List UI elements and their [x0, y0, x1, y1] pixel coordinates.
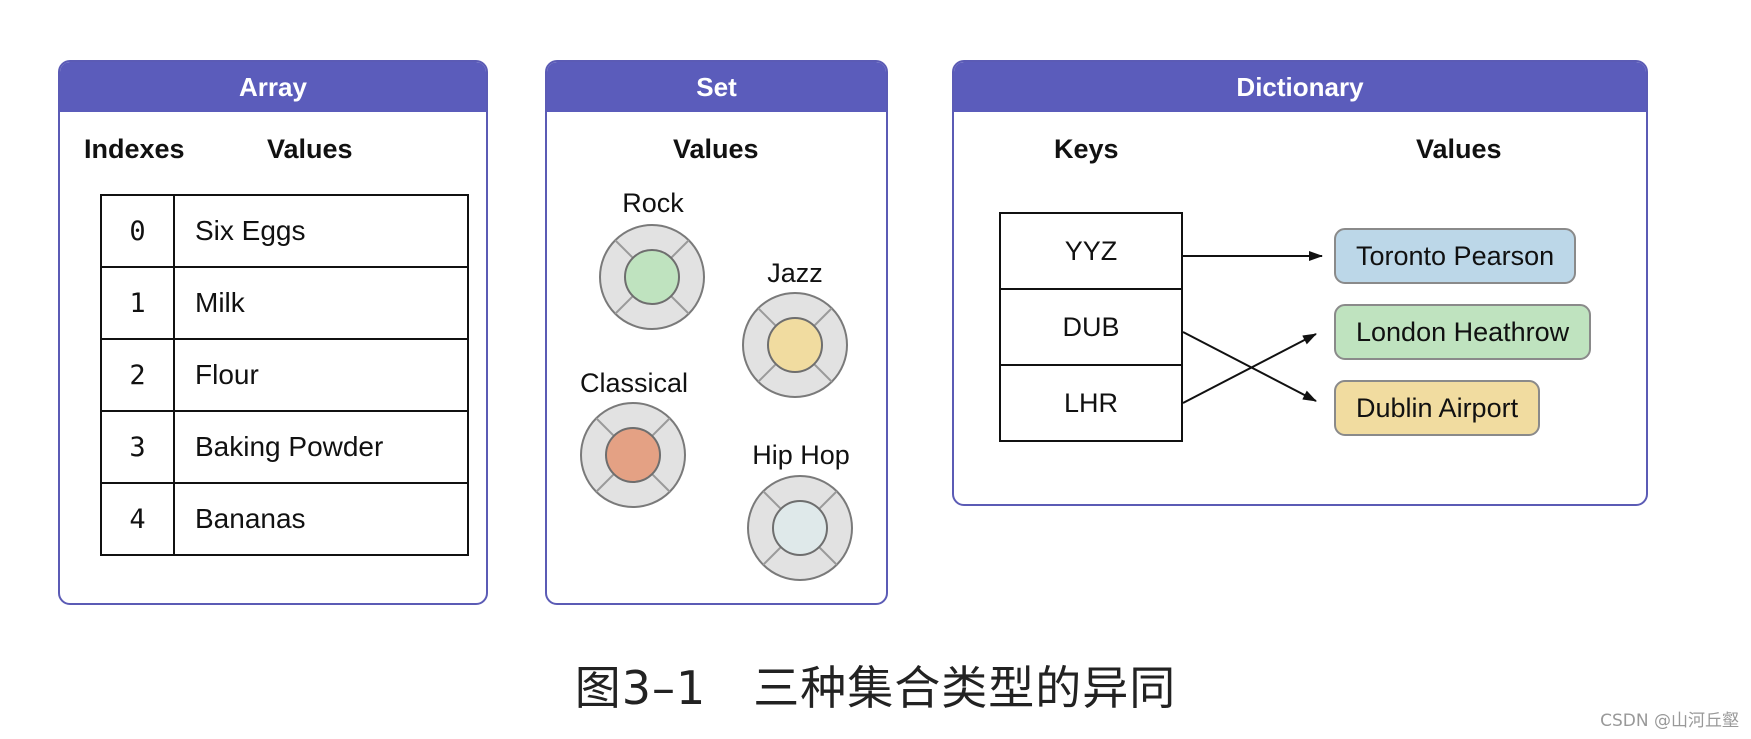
array-panel: Array Indexes Values 0 Six Eggs 1 Milk 2…: [58, 60, 488, 605]
rock-disc-icon: [599, 224, 705, 330]
set-item-swatch: [605, 427, 661, 483]
array-value: Six Eggs: [173, 194, 469, 268]
arrow-dub-to-dublin: [1182, 331, 1317, 402]
set-item-swatch: [772, 500, 828, 556]
jazz-disc-icon: [742, 292, 848, 398]
array-index: 3: [100, 410, 175, 484]
dictionary-title: Dictionary: [954, 62, 1646, 112]
table-row: 2 Flour: [100, 338, 469, 412]
dictionary-key: LHR: [1063, 388, 1118, 418]
dictionary-key: DUB: [1001, 290, 1181, 366]
array-value: Baking Powder: [173, 410, 469, 484]
array-index: 1: [100, 266, 175, 340]
figure-caption: 图3–1 三种集合类型的异同: [574, 661, 1177, 715]
watermark: CSDN @山河丘壑: [1600, 711, 1739, 731]
array-value: Milk: [173, 266, 469, 340]
array-value: Flour: [173, 338, 469, 412]
dictionary-key: YYZ: [1001, 214, 1181, 290]
array-table: 0 Six Eggs 1 Milk 2 Flour 3 Baking Powde…: [100, 194, 469, 556]
table-row: 3 Baking Powder: [100, 410, 469, 484]
array-values-header: Values: [267, 134, 353, 164]
dictionary-values-header: Values: [1416, 134, 1502, 164]
dictionary-value-pill: London Heathrow: [1334, 304, 1592, 360]
array-index: 0: [100, 194, 175, 268]
set-values-header: Values: [673, 134, 759, 164]
table-row: 1 Milk: [100, 266, 469, 340]
array-index: 2: [100, 338, 175, 412]
set-item-label-rock: Rock: [622, 188, 684, 218]
array-value: Bananas: [173, 482, 469, 556]
set-item-swatch: [767, 317, 823, 373]
dictionary-mapping-arrows: [1182, 251, 1323, 404]
dictionary-value-pill: Dublin Airport: [1334, 380, 1541, 436]
set-title: Set: [547, 62, 886, 112]
dictionary-keys-header: Keys: [1054, 134, 1119, 164]
set-item-label-classical: Classical: [579, 368, 689, 398]
set-panel: Set Values Rock Jazz Classical Hip Hop: [545, 60, 888, 605]
array-indexes-header: Indexes: [84, 134, 185, 164]
array-index: 4: [100, 482, 175, 556]
dictionary-value-pill: Toronto Pearson: [1334, 228, 1577, 284]
set-item-swatch: [624, 249, 680, 305]
array-title: Array: [60, 62, 486, 112]
table-row: 0 Six Eggs: [100, 194, 469, 268]
dictionary-panel: Dictionary Keys Values YYZ DUB LHR Toron…: [952, 60, 1648, 506]
set-item-label-jazz: Jazz: [767, 258, 823, 288]
classical-disc-icon: [580, 402, 686, 508]
set-item-label-hip-hop: Hip Hop: [752, 440, 850, 470]
dictionary-keys-table: YYZ DUB LHR: [999, 212, 1183, 442]
table-row: 4 Bananas: [100, 482, 469, 556]
arrow-lhr-to-london: [1182, 333, 1317, 404]
hip-hop-disc-icon: [747, 475, 853, 581]
